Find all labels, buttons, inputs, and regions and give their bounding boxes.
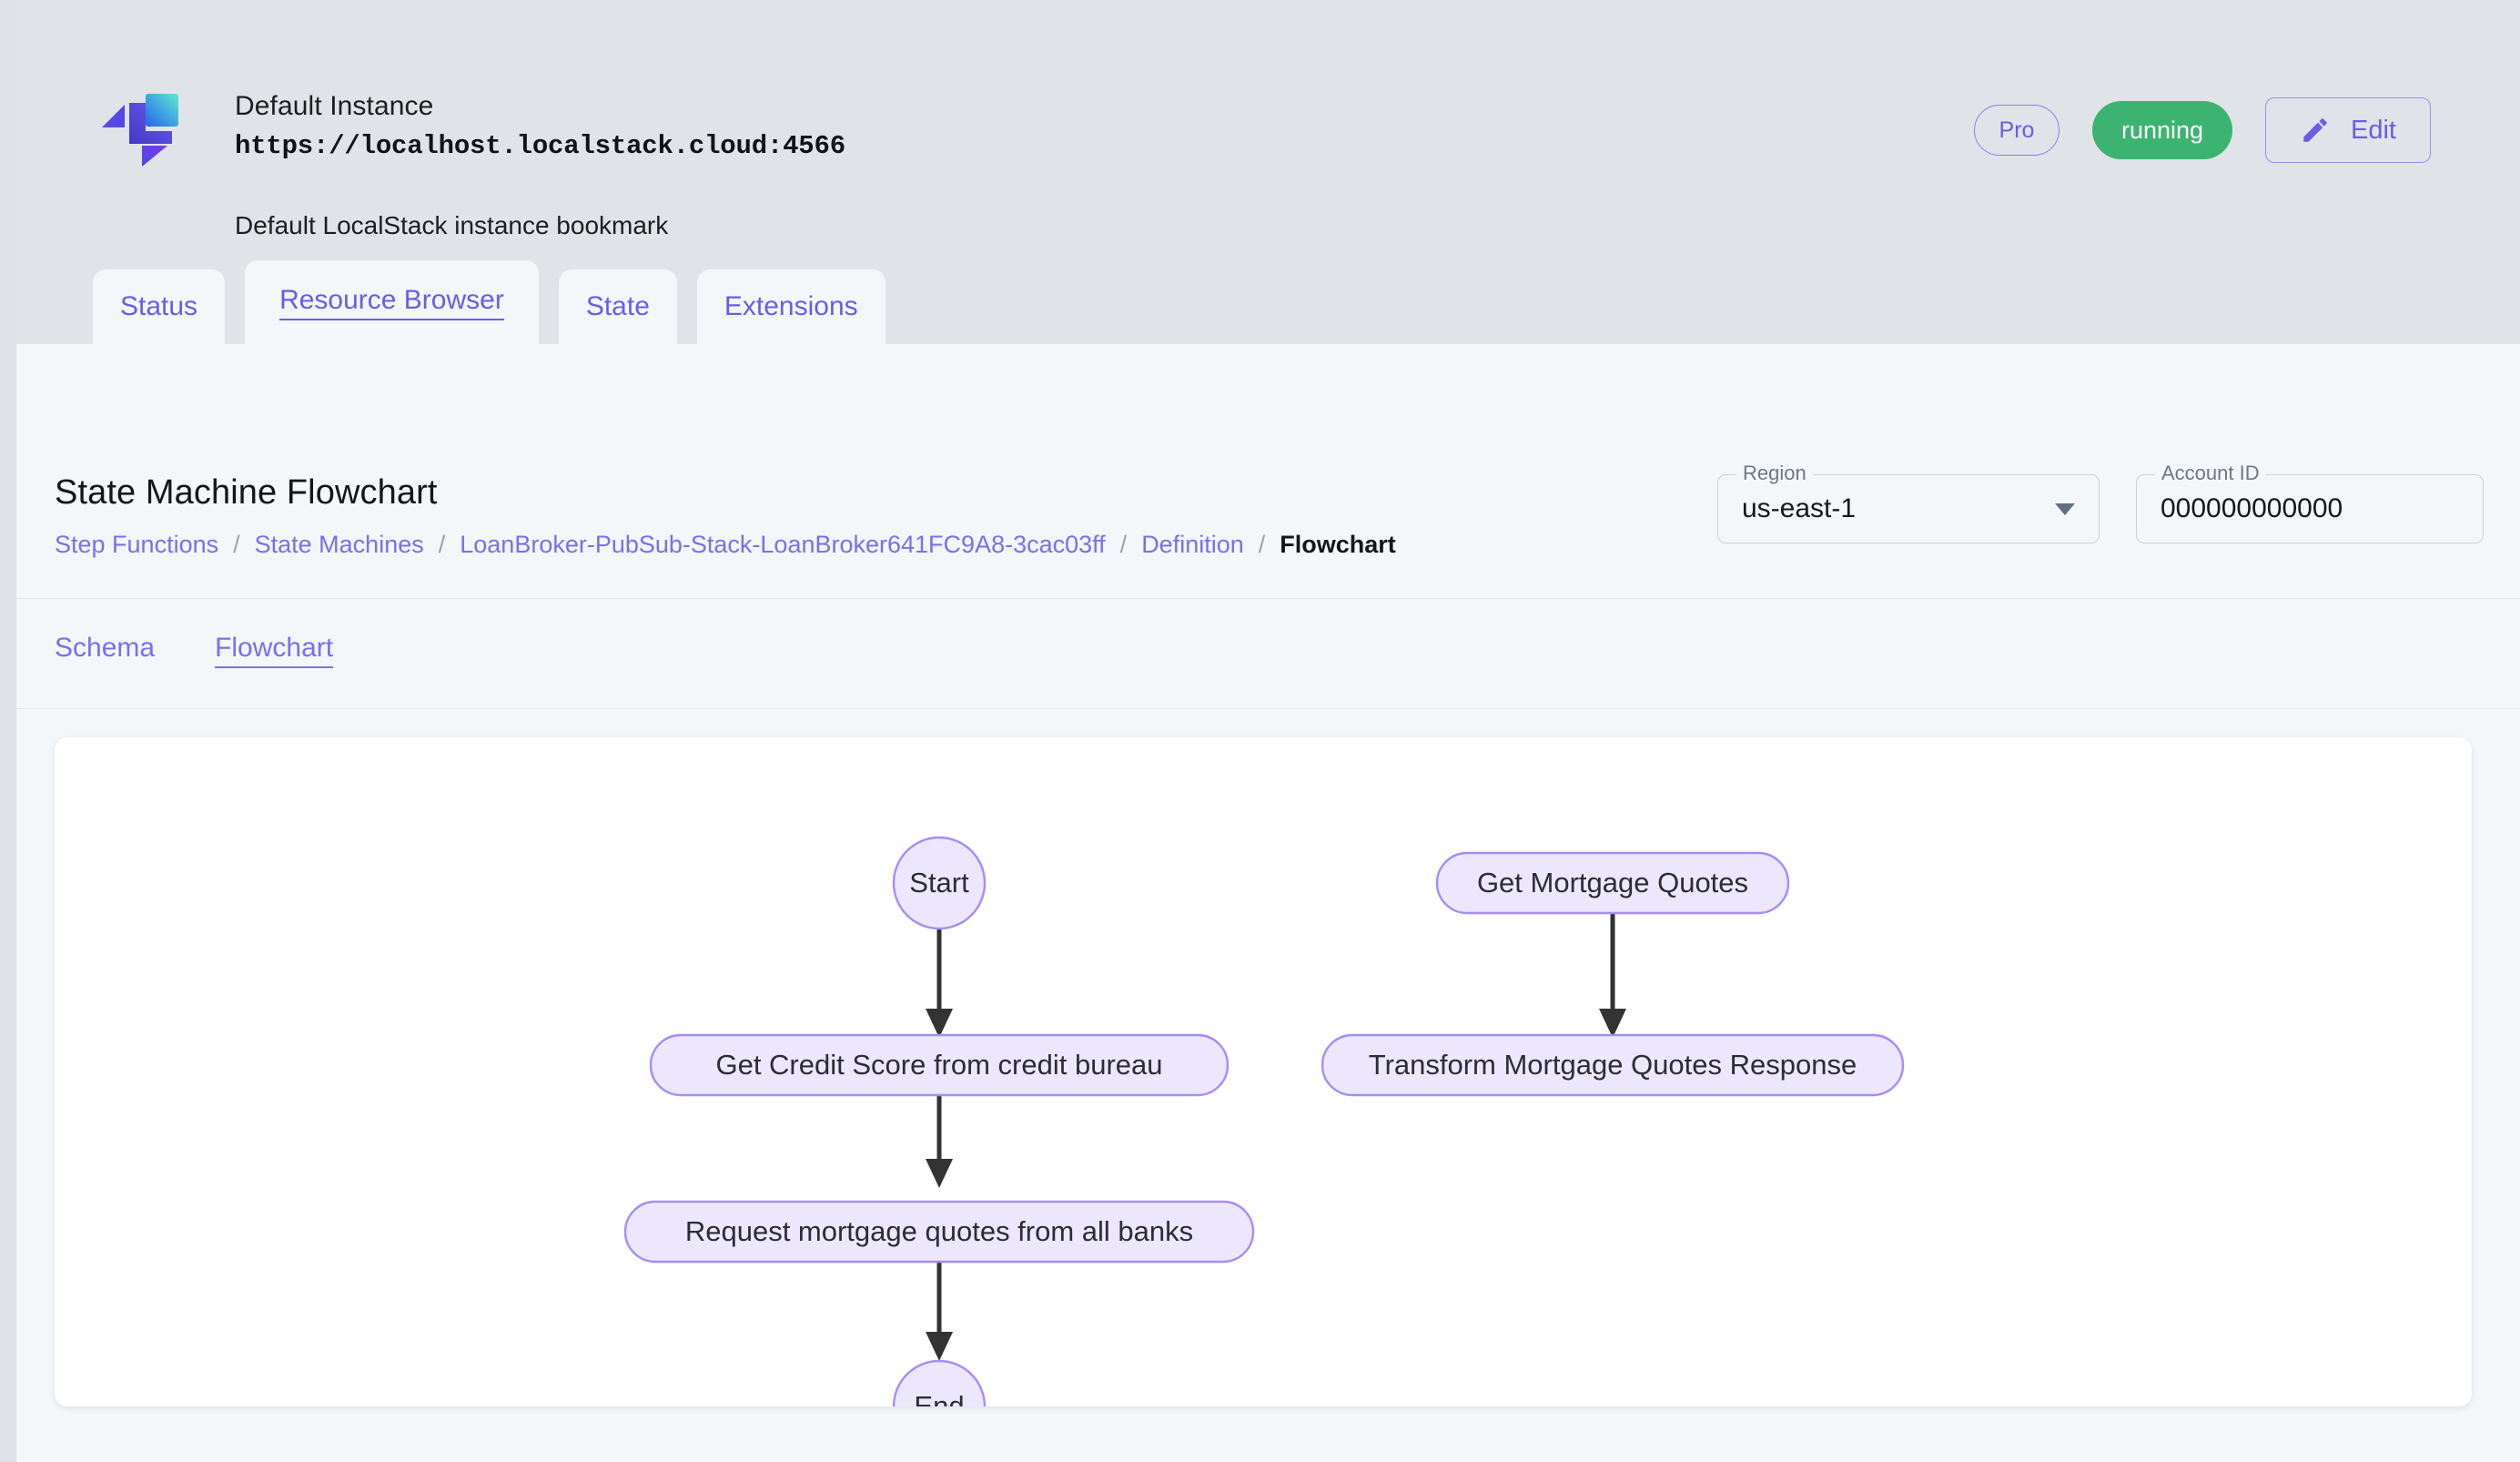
tab-extensions-label: Extensions — [724, 291, 858, 321]
edge-getquotes-to-transform — [1599, 913, 1626, 1038]
account-id-value: 000000000000 — [2161, 493, 2343, 523]
flow-node-request-quotes-label: Request mortgage quotes from all banks — [685, 1215, 1193, 1247]
instance-description: Default LocalStack instance bookmark — [235, 211, 669, 239]
breadcrumb-separator: / — [1119, 531, 1128, 558]
breadcrumb-item-step-functions[interactable]: Step Functions — [55, 531, 219, 558]
left-rail — [0, 0, 16, 1462]
flowchart-svg: Start Get Credit Score from credit burea… — [623, 836, 1905, 1406]
status-badge: running — [2092, 101, 2232, 159]
tab-resource-browser[interactable]: Resource Browser — [245, 260, 539, 344]
region-select[interactable]: Region us-east-1 — [1717, 463, 2100, 543]
sub-tab-bar: Schema Flowchart — [16, 600, 2520, 709]
instance-header-controls: Pro running Edit — [1974, 97, 2431, 163]
breadcrumb-separator: / — [438, 531, 446, 558]
flow-node-get-mortgage-quotes[interactable]: Get Mortgage Quotes — [1435, 851, 1790, 915]
flow-node-credit-score-label: Get Credit Score from credit bureau — [715, 1049, 1162, 1081]
subtab-schema[interactable]: Schema — [55, 633, 156, 663]
tab-resource-browser-label: Resource Browser — [279, 285, 504, 320]
breadcrumb-separator: / — [233, 531, 240, 558]
tab-state-label: State — [585, 291, 650, 321]
breadcrumb-item-state-machines[interactable]: State Machines — [254, 531, 424, 558]
edge-start-to-credit — [926, 929, 953, 1038]
breadcrumb-item-definition[interactable]: Definition — [1141, 531, 1244, 558]
instance-url: https://localhost.localstack.cloud:4566 — [235, 130, 845, 161]
sub-tabs: Schema Flowchart — [55, 633, 334, 668]
flow-node-start-label: Start — [909, 867, 969, 899]
pro-badge[interactable]: Pro — [1974, 105, 2060, 156]
edit-button[interactable]: Edit — [2265, 97, 2431, 163]
instance-title: Default Instance — [235, 91, 434, 121]
edit-button-label: Edit — [2351, 115, 2396, 145]
flow-node-end-label: End — [914, 1390, 964, 1406]
account-id-label: Account ID — [2155, 463, 2266, 483]
localstack-logo-icon — [95, 79, 186, 170]
scope-selectors: Region us-east-1 Account ID 000000000000 — [1717, 463, 2484, 543]
page-title-bar: State Machine Flowchart Step Functions /… — [16, 435, 2520, 599]
flow-node-transform-response[interactable]: Transform Mortgage Quotes Response — [1321, 1033, 1905, 1097]
flow-node-end[interactable]: End — [892, 1359, 987, 1406]
tab-status[interactable]: Status — [93, 269, 226, 344]
breadcrumb-item-state-machine-name[interactable]: LoanBroker-PubSub-Stack-LoanBroker641FC9… — [460, 531, 1106, 558]
edge-request-to-end — [926, 1262, 953, 1361]
flow-node-get-mortgage-quotes-label: Get Mortgage Quotes — [1477, 867, 1748, 899]
flow-node-transform-response-label: Transform Mortgage Quotes Response — [1369, 1049, 1857, 1081]
flow-node-start[interactable]: Start — [892, 836, 987, 930]
tab-state[interactable]: State — [558, 269, 677, 344]
region-select-label: Region — [1736, 463, 1813, 483]
tab-status-label: Status — [120, 291, 198, 321]
flowchart-canvas[interactable]: Start Get Credit Score from credit burea… — [55, 737, 2472, 1406]
flow-node-credit-score[interactable]: Get Credit Score from credit bureau — [649, 1033, 1230, 1097]
breadcrumb: Step Functions / State Machines / LoanBr… — [55, 531, 1396, 559]
instance-identity: Default Instance https://localhost.local… — [235, 89, 845, 161]
pencil-icon — [2300, 115, 2331, 146]
breadcrumb-separator: / — [1258, 531, 1266, 558]
main-tabs: Status Resource Browser State Extensions — [93, 260, 886, 344]
subtab-flowchart[interactable]: Flowchart — [215, 633, 334, 668]
region-select-value: us-east-1 — [1742, 493, 1857, 523]
page-title: State Machine Flowchart — [55, 473, 438, 512]
flow-node-request-quotes[interactable]: Request mortgage quotes from all banks — [623, 1200, 1255, 1264]
chevron-down-icon — [2055, 503, 2075, 515]
account-id-field[interactable]: Account ID 000000000000 — [2136, 463, 2484, 543]
edge-credit-to-request — [926, 1095, 953, 1188]
instance-header: Default Instance https://localhost.local… — [16, 0, 2520, 344]
breadcrumb-item-flowchart: Flowchart — [1280, 531, 1396, 558]
tab-extensions[interactable]: Extensions — [696, 269, 886, 344]
